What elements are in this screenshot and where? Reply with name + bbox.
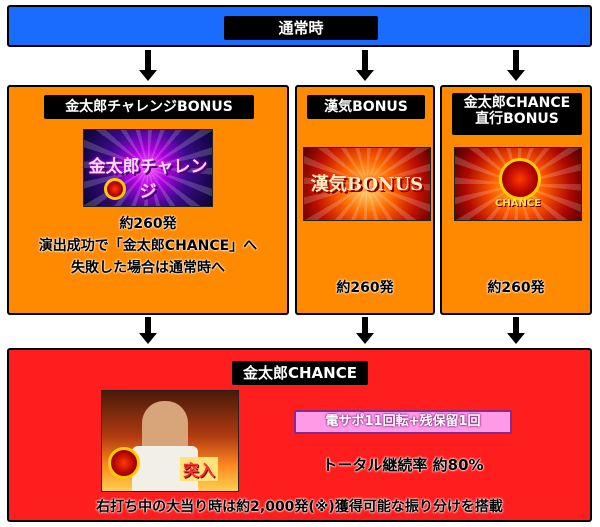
challenge-fail-text: 失敗した場合は通常時へ	[71, 260, 225, 276]
kanki-image-text: 漢気BONUS	[310, 174, 424, 195]
challenge-payout: 約260発	[119, 216, 177, 232]
direct-bonus-title-line1: 金太郎CHANCE	[463, 95, 571, 111]
challenge-bonus-image: 金太郎チャレンジ	[83, 129, 213, 207]
challenge-bonus-box: 金太郎チャレンジBONUS 金太郎チャレンジ 約260発 演出成功で「金太郎CH…	[7, 85, 289, 315]
chance-image-text: 突入	[180, 457, 219, 481]
kanki-bonus-title: 漢気BONUS	[307, 95, 425, 119]
chance-image: 突入	[101, 390, 239, 492]
medal-icon	[104, 178, 126, 200]
right-shot-note: 右打ち中の大当り時は約2,000発(※)獲得可能な振り分けを搭載	[96, 499, 503, 515]
direct-bonus-box: 金太郎CHANCE 直行BONUS CHANCE 約260発	[440, 85, 592, 315]
medal-icon	[499, 158, 541, 200]
electric-support-badge: 電サポ11回転+残保留1回	[294, 410, 512, 434]
direct-bonus-image: CHANCE	[454, 147, 582, 221]
chance-box: 金太郎CHANCE 突入 電サポ11回転+残保留1回 トータル継続率 約80% …	[7, 348, 592, 522]
medal-icon	[108, 447, 140, 479]
chance-title: 金太郎CHANCE	[232, 361, 368, 385]
challenge-bonus-title: 金太郎チャレンジBONUS	[44, 95, 254, 119]
normal-state-label: 通常時	[224, 16, 378, 40]
direct-payout: 約260発	[487, 280, 545, 296]
kanki-bonus-image: 漢気BONUS	[303, 147, 431, 221]
direct-bonus-title: 金太郎CHANCE 直行BONUS	[452, 93, 582, 135]
direct-image-text: CHANCE	[495, 198, 541, 209]
continuation-rate: トータル継続率 約80%	[322, 456, 484, 474]
kanki-bonus-box: 漢気BONUS 漢気BONUS 約260発	[295, 85, 435, 315]
direct-bonus-title-line2: 直行BONUS	[475, 111, 559, 128]
kanki-payout: 約260発	[336, 280, 394, 296]
normal-state-bar: 通常時	[7, 5, 592, 47]
challenge-success-text: 演出成功で「金太郎CHANCE」へ	[38, 238, 258, 254]
challenge-image-text: 金太郎チャレンジ	[88, 157, 208, 202]
